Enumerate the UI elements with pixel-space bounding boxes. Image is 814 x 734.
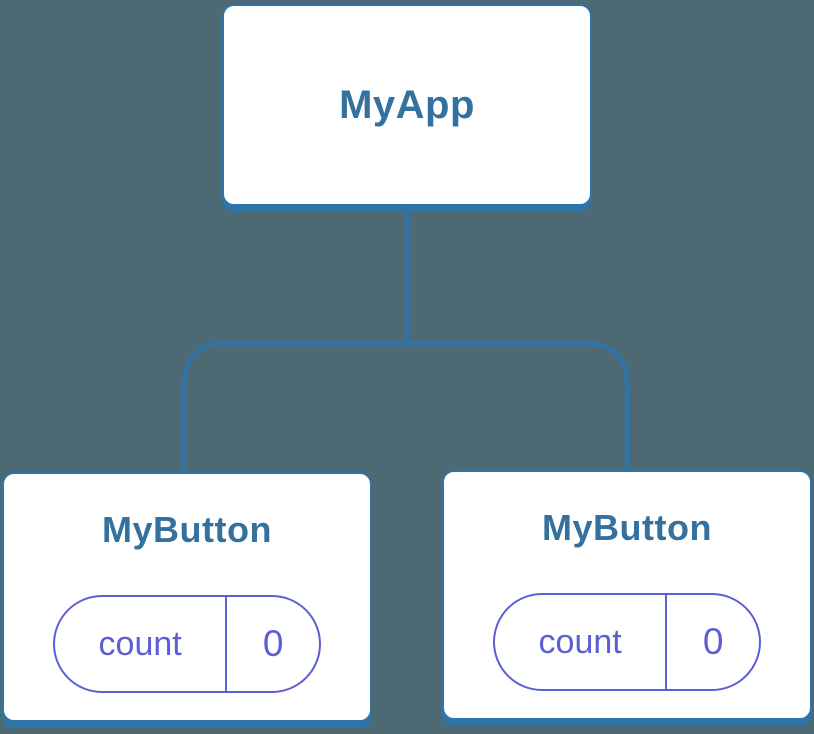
- state-value-section: 0: [227, 597, 319, 691]
- state-key-section: count: [55, 597, 228, 692]
- child-node-label: MyButton: [542, 507, 712, 548]
- state-value: 0: [262, 623, 284, 665]
- component-node-mybutton-left: MyButton count 0: [2, 472, 372, 722]
- state-value-section: 0: [667, 595, 759, 689]
- child-node-label: MyButton: [102, 509, 272, 550]
- component-node-mybutton-right: MyButton count 0: [442, 470, 812, 720]
- state-value: 0: [702, 621, 724, 663]
- state-key: count: [98, 624, 182, 663]
- state-key: count: [538, 622, 622, 661]
- connector-path: [181, 206, 630, 472]
- component-node-myapp: MyApp: [222, 4, 592, 206]
- state-pill: count 0: [493, 593, 761, 692]
- root-node-label: MyApp: [339, 82, 475, 127]
- state-key-section: count: [495, 595, 668, 690]
- state-pill: count 0: [53, 595, 321, 694]
